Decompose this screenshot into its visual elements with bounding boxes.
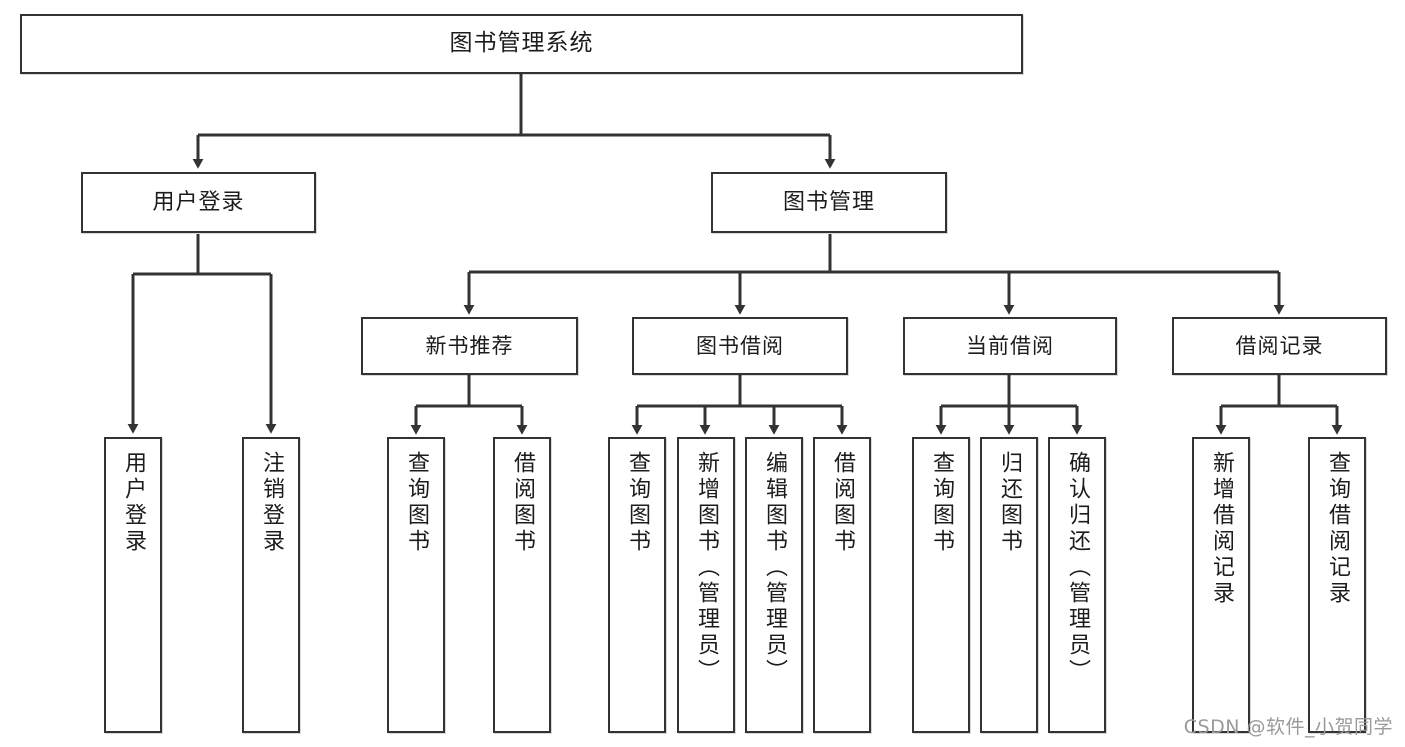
node-leaf-user-login[interactable]: 用户登录	[104, 437, 162, 733]
node-label: 查询图书	[404, 451, 429, 555]
node-leaf-add-record[interactable]: 新增借阅记录	[1192, 437, 1250, 733]
node-user-login[interactable]: 用户登录	[81, 172, 316, 233]
node-leaf-logout[interactable]: 注销登录	[242, 437, 300, 733]
node-label: 借阅图书	[510, 451, 535, 555]
node-label: 注销登录	[259, 451, 284, 555]
node-label: 新书推荐	[425, 333, 514, 358]
node-label: 新增图书（管理员）	[694, 451, 719, 685]
node-leaf-confirm-return[interactable]: 确认归还（管理员）	[1048, 437, 1106, 733]
node-label: 归还图书	[997, 451, 1022, 555]
node-label: 确认归还（管理员）	[1065, 451, 1090, 685]
node-label: 查询图书	[625, 451, 650, 555]
node-leaf-borrow-book-1[interactable]: 借阅图书	[493, 437, 551, 733]
node-label: 借阅记录	[1235, 333, 1324, 358]
node-book-management[interactable]: 图书管理	[711, 172, 947, 233]
node-label: 查询借阅记录	[1325, 451, 1350, 607]
watermark-text: CSDN @软件_小贺同学	[1183, 716, 1393, 738]
node-root-system[interactable]: 图书管理系统	[20, 14, 1023, 74]
node-new-book-recommend[interactable]: 新书推荐	[361, 317, 578, 375]
node-leaf-return-book[interactable]: 归还图书	[980, 437, 1038, 733]
node-label: 图书借阅	[696, 333, 784, 358]
node-label: 编辑图书（管理员）	[762, 451, 787, 685]
node-label: 图书管理系统	[449, 30, 594, 57]
node-borrow-record[interactable]: 借阅记录	[1172, 317, 1387, 375]
node-label: 用户登录	[152, 189, 245, 215]
node-current-borrow[interactable]: 当前借阅	[903, 317, 1117, 375]
node-book-borrow[interactable]: 图书借阅	[632, 317, 848, 375]
node-leaf-query-book-3[interactable]: 查询图书	[912, 437, 970, 733]
node-label: 新增借阅记录	[1209, 451, 1234, 607]
node-label: 图书管理	[782, 189, 875, 215]
node-leaf-query-book-1[interactable]: 查询图书	[387, 437, 445, 733]
node-label: 当前借阅	[966, 333, 1054, 358]
node-leaf-add-book[interactable]: 新增图书（管理员）	[677, 437, 735, 733]
node-leaf-query-record[interactable]: 查询借阅记录	[1308, 437, 1366, 733]
node-label: 查询图书	[929, 451, 954, 555]
node-leaf-borrow-book-2[interactable]: 借阅图书	[813, 437, 871, 733]
node-leaf-query-book-2[interactable]: 查询图书	[608, 437, 666, 733]
node-label: 用户登录	[121, 451, 146, 555]
node-leaf-edit-book[interactable]: 编辑图书（管理员）	[745, 437, 803, 733]
node-label: 借阅图书	[830, 451, 855, 555]
